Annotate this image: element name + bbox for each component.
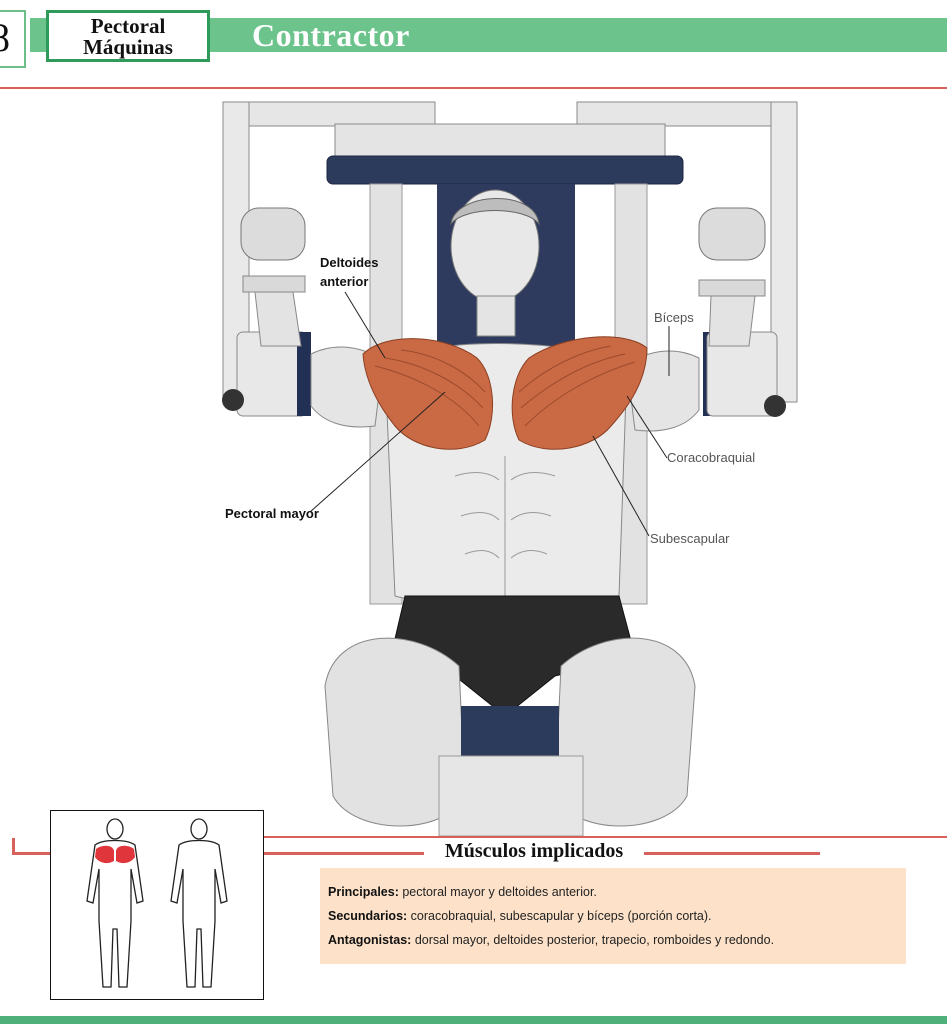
secundarios-label: Secundarios: xyxy=(328,909,408,923)
antagonistas-line: Antagonistas: dorsal mayor, deltoides po… xyxy=(328,928,898,952)
antagonistas-text: dorsal mayor, deltoides posterior, trape… xyxy=(411,933,775,947)
body-silhouettes xyxy=(86,818,228,988)
section-rule-left-vertical xyxy=(12,838,15,855)
category-line-1: Pectoral xyxy=(90,14,166,38)
category-box: Pectoral Máquinas xyxy=(46,10,210,62)
exercise-illustration: Deltoides anterior Bíceps Coracobraquial… xyxy=(215,96,815,837)
header-rule xyxy=(0,87,947,89)
secundarios-line: Secundarios: coracobraquial, subescapula… xyxy=(328,904,898,928)
antagonistas-label: Antagonistas: xyxy=(328,933,412,947)
muscle-map-figure xyxy=(50,810,264,1000)
section-title-rule-left xyxy=(264,852,424,855)
section-rule-top xyxy=(264,836,947,838)
category-line-2: Máquinas xyxy=(83,35,173,59)
section-title-rule-right xyxy=(644,852,820,855)
machine-and-athlete-drawing xyxy=(222,101,798,837)
page-number: 8 xyxy=(0,10,26,68)
muscles-info-box: Principales: pectoral mayor y deltoides … xyxy=(320,868,906,964)
label-deltoides-line1: Deltoides xyxy=(320,255,379,270)
exercise-title: Contractor xyxy=(252,17,410,53)
principales-line: Principales: pectoral mayor y deltoides … xyxy=(328,880,898,904)
principales-text: pectoral mayor y deltoides anterior. xyxy=(398,885,597,899)
section-rule-left xyxy=(12,852,50,855)
label-biceps: Bíceps xyxy=(654,310,694,325)
principales-label: Principales: xyxy=(328,885,399,899)
label-subescapular: Subescapular xyxy=(650,531,730,546)
footer-bar xyxy=(0,1016,947,1024)
label-pectoral-mayor: Pectoral mayor xyxy=(225,506,319,521)
label-coracobraquial: Coracobraquial xyxy=(667,450,756,465)
secundarios-text: coracobraquial, subescapular y bíceps (p… xyxy=(407,909,712,923)
muscles-section-title: Músculos implicados xyxy=(444,840,624,862)
label-deltoides-line2: anterior xyxy=(320,274,369,289)
